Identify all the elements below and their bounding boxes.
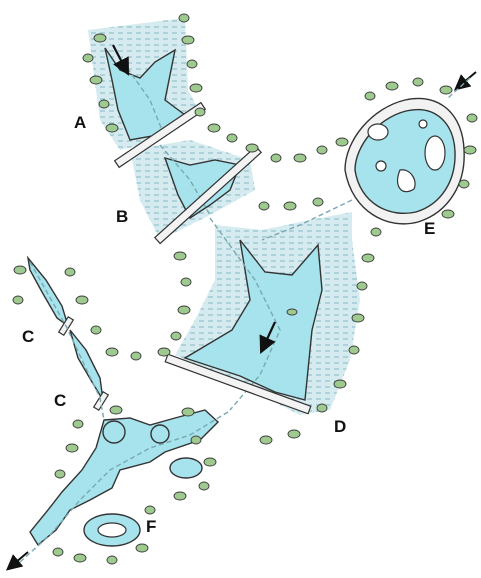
label-c-lower: C [54,391,66,410]
label-a: A [74,113,86,132]
pond-c-upper-water [28,258,68,326]
label-d: D [334,417,346,436]
island [376,161,386,171]
island [368,124,388,140]
flow-arrow-icon [457,72,476,88]
label-e: E [424,219,435,238]
island [425,136,445,170]
label-f: F [146,517,156,536]
island [419,120,427,128]
pond-f-pool [170,458,202,478]
flow-arrow-icon [9,552,28,568]
pond-c-lower-water [70,330,103,400]
label-b: B [116,207,128,226]
island [98,523,126,537]
pond-f-pool [151,425,169,443]
label-c-upper: C [22,327,34,346]
pond-f-pool [103,421,125,443]
